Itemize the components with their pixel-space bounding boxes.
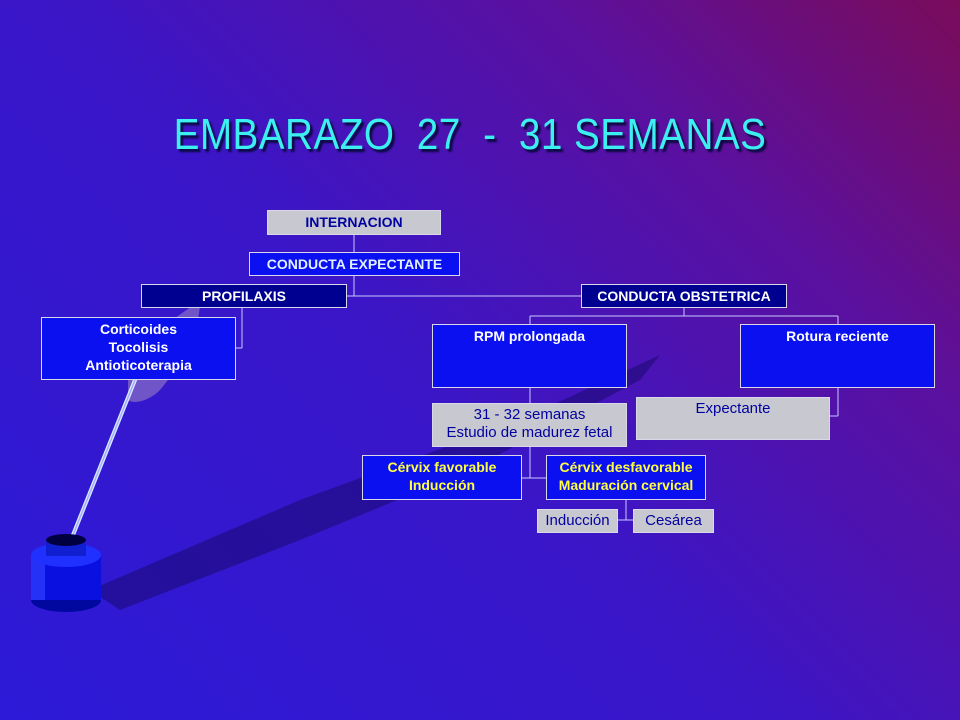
node-rpm-prolongada: RPM prolongada — [432, 324, 627, 388]
node-profilaxis-items: Corticoides Tocolisis Antioticoterapia — [41, 317, 236, 380]
inkwell-icon — [46, 534, 86, 546]
node-conducta-obstetrica: CONDUCTA OBSTETRICA — [581, 284, 787, 308]
node-expectante: Expectante — [636, 397, 830, 440]
node-profilaxis: PROFILAXIS — [141, 284, 347, 308]
node-semanas: 31 - 32 semanas Estudio de madurez fetal — [432, 403, 627, 447]
node-induccion: Inducción — [537, 509, 618, 533]
node-cervix-favorable: Cérvix favorable Inducción — [362, 455, 522, 500]
page-title: EMBARAZO 27 - 31 SEMANAS — [173, 110, 767, 159]
node-cesarea: Cesárea — [633, 509, 714, 533]
node-rotura-reciente: Rotura reciente — [740, 324, 935, 388]
node-internacion: INTERNACION — [267, 210, 441, 235]
node-cervix-desfavorable: Cérvix desfavorable Maduración cervical — [546, 455, 706, 500]
node-conducta-expectante: CONDUCTA EXPECTANTE — [249, 252, 460, 276]
